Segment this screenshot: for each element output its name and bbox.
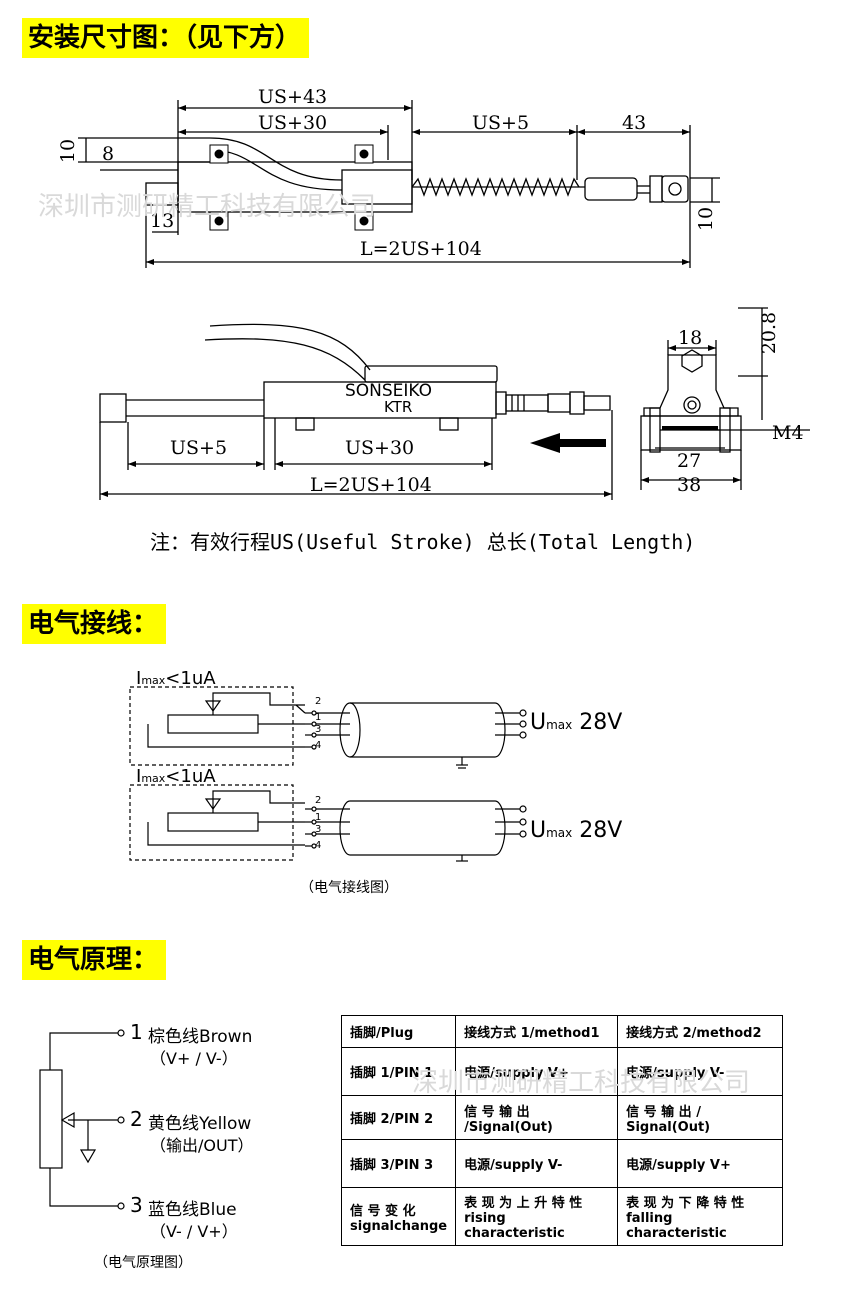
dim-us5: US+5 [472, 112, 530, 134]
pin-label-2-upper: 2 [315, 696, 322, 707]
pin-label-1-lower: 1 [315, 812, 322, 823]
table-cell: 电源/supply V- [455, 1139, 619, 1188]
model-label: KTR [384, 398, 413, 416]
dim-8: 8 [102, 143, 115, 165]
table-cell: 插脚 3/PIN 3 [340, 1139, 457, 1188]
umax-label-upper: Umax 28V [530, 710, 622, 735]
table-header-cell: 接线方式 1/method1 [455, 1015, 619, 1048]
wire-3-label: 蓝色线Blue [148, 1200, 237, 1220]
dim-us43: US+43 [258, 86, 328, 108]
principle-schematic [39, 1029, 125, 1210]
table-cell: 信 号 输 出 /Signal(Out) [455, 1095, 619, 1140]
wire-1-num: 1 [130, 1020, 143, 1044]
wire-3-sub: （V- / V+） [150, 1222, 238, 1241]
imax-sub: max [141, 674, 166, 687]
side-view-drawing [99, 307, 810, 500]
dim-43: 43 [622, 112, 647, 134]
dim-20-8: 20.8 [758, 311, 781, 355]
imax-value: <1uA [165, 668, 216, 689]
umax-sub: max [546, 718, 573, 732]
pin-label-3-upper: 3 [315, 724, 322, 735]
table-row: 插脚/Plug 接线方式 1/method1 接线方式 2/method2 [340, 1015, 783, 1048]
dim-10-left: 10 [57, 138, 80, 164]
dim-side-total: L=2US+104 [310, 474, 432, 496]
imax-value: <1uA [165, 766, 216, 787]
table-row: 插脚 2/PIN 2 信 号 输 出 /Signal(Out) 信 号 输 出 … [340, 1095, 783, 1140]
pin-label-3-lower: 3 [315, 824, 322, 835]
dim-10-right: 10 [695, 206, 718, 232]
table-cell: 电源/supply V+ [617, 1139, 783, 1188]
wire-2-num: 2 [130, 1107, 143, 1131]
umax-value: 28V [579, 818, 623, 843]
pin-label-1-upper: 1 [315, 712, 322, 723]
table-row: 插脚 1/PIN 1 电源/supply V+ 电源/supply V- [340, 1047, 783, 1096]
dim-side-us5: US+5 [170, 437, 228, 459]
pin-label-2-lower: 2 [315, 795, 322, 806]
table-cell: 插脚 2/PIN 2 [340, 1095, 457, 1140]
principle-caption: （电气原理图） [94, 1255, 192, 1271]
wire-3-num: 3 [130, 1193, 143, 1217]
dim-total-top: L=2US+104 [360, 238, 482, 260]
table-row: 信 号 变 化 signalchange 表 现 为 上 升 特 性 risin… [340, 1187, 783, 1246]
umax-u: U [530, 818, 547, 843]
imax-i: I [136, 668, 142, 689]
wire-1-label: 棕色线Brown [148, 1027, 253, 1047]
wire-1-sub: （V+ / V-） [150, 1049, 238, 1068]
imax-label-upper: Imax<1uA [136, 668, 216, 689]
table-cell: 插脚 1/PIN 1 [340, 1047, 457, 1096]
table-cell: 信 号 输 出 / Signal(Out) [617, 1095, 783, 1140]
table-row: 插脚 3/PIN 3 电源/supply V- 电源/supply V+ [340, 1139, 783, 1188]
wiring-caption: （电气接线图） [300, 880, 398, 896]
table-cell: 信 号 变 化 signalchange [340, 1187, 457, 1246]
table-cell: 表 现 为 下 降 特 性 falling characteristic [617, 1187, 783, 1246]
table-cell: 电源/supply V+ [455, 1047, 619, 1096]
wire-2-label: 黄色线Yellow [148, 1114, 252, 1134]
table-header-cell: 接线方式 2/method2 [617, 1015, 783, 1048]
imax-label-lower: Imax<1uA [136, 766, 216, 787]
section-title-wiring: 电气接线： [22, 604, 167, 644]
watermark-top: 深圳市测研精工科技有限公司 [38, 192, 377, 222]
table-cell: 表 现 为 上 升 特 性 rising characteristic [455, 1187, 619, 1246]
dim-27: 27 [677, 450, 702, 472]
pin-table: 插脚/Plug 接线方式 1/method1 接线方式 2/method2 插脚… [340, 1015, 783, 1246]
dim-18: 18 [678, 327, 703, 349]
dim-side-us30: US+30 [345, 437, 415, 459]
umax-u: U [530, 710, 547, 735]
imax-sub: max [141, 772, 166, 785]
umax-label-lower: Umax 28V [530, 818, 622, 843]
wire-2-sub: （输出/OUT） [150, 1136, 254, 1155]
umax-sub: max [546, 826, 573, 840]
watermark-bottom: 深圳市测研精工科技有限公司 [412, 1068, 751, 1098]
pin-label-4-lower: 4 [315, 840, 322, 851]
dim-us30: US+30 [258, 112, 328, 134]
section-title-dimensions: 安装尺寸图：（见下方） [22, 18, 310, 58]
brand-label: SONSEIKO [345, 381, 433, 401]
wiring-diagram [129, 686, 527, 862]
umax-value: 28V [579, 710, 623, 735]
imax-i: I [136, 766, 142, 787]
section-title-principle: 电气原理： [22, 940, 167, 980]
pin-label-4-upper: 4 [315, 740, 322, 751]
dim-13: 13 [150, 210, 175, 232]
stroke-note: 注：有效行程US(Useful Stroke) 总长(Total Length) [150, 530, 696, 554]
top-dimension-drawing [78, 100, 720, 268]
dim-m4: M4 [772, 422, 804, 444]
dim-38: 38 [677, 474, 702, 496]
table-header-cell: 插脚/Plug [340, 1015, 457, 1048]
